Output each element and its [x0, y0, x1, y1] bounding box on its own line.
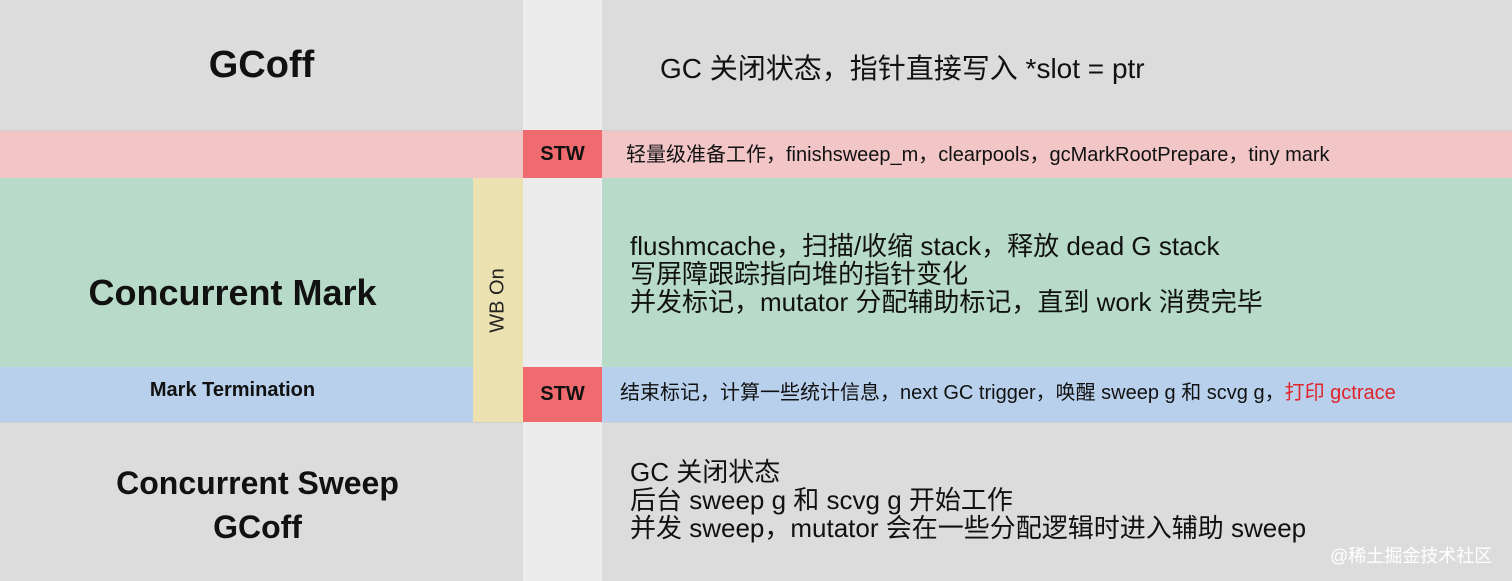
- stw-label: STW: [540, 383, 585, 405]
- phase-label: Concurrent Mark: [88, 272, 377, 313]
- desc-highlight: 打印 gctrace: [1284, 382, 1396, 404]
- watermark: @稀土掘金技术社区: [1330, 542, 1492, 568]
- stw-label: STW: [540, 142, 585, 165]
- row-mark-termination: [0, 367, 1512, 422]
- desc-concurrent-mark: flushmcache，扫描/收缩 stack，释放 dead G stack …: [630, 232, 1490, 316]
- desc-text: 轻量级准备工作，finishsweep_m，clearpools，gcMarkR…: [626, 144, 1330, 166]
- desc-gcoff: GC 关闭状态，指针直接写入 *slot = ptr: [660, 55, 1500, 83]
- phase-label: Mark Termination: [149, 379, 316, 401]
- desc-text: GC 关闭状态，指针直接写入 *slot = ptr: [660, 53, 1145, 84]
- separator-line: [0, 130, 1512, 131]
- phase-gcoff: GCoff: [0, 0, 523, 130]
- row-concurrent-sweep: [0, 422, 1512, 581]
- desc-stw-prepare: 轻量级准备工作，finishsweep_m，clearpools，gcMarkR…: [626, 143, 1506, 167]
- desc-line: 并发标记，mutator 分配辅助标记，直到 work 消费完毕: [630, 287, 1263, 317]
- row-concurrent-mark: [0, 178, 1512, 367]
- stw-column-top: [523, 0, 602, 130]
- desc-text: 结束标记，计算一些统计信息，next GC trigger，唤醒 sweep g…: [620, 382, 1285, 404]
- desc-line: 写屏障跟踪指向堆的指针变化: [630, 259, 969, 289]
- desc-line: flushmcache，扫描/收缩 stack，释放 dead G stack: [630, 231, 1220, 261]
- phase-label: GCoff: [208, 43, 315, 86]
- stw-column-middle: [523, 178, 602, 367]
- desc-concurrent-sweep: GC 关闭状态 后台 sweep g 和 scvg g 开始工作 并发 swee…: [630, 458, 1490, 542]
- separator-line: [0, 422, 1512, 423]
- write-barrier-label: WB On: [486, 267, 509, 333]
- row-stw-prepare: [0, 130, 1512, 178]
- watermark-text: @稀土掘金技术社区: [1330, 546, 1493, 566]
- desc-line: 后台 sweep g 和 scvg g 开始工作: [630, 485, 1013, 515]
- stw-box-termination: STW: [523, 367, 602, 422]
- stw-column-bottom: [523, 422, 602, 581]
- desc-mark-termination: 结束标记，计算一些统计信息，next GC trigger，唤醒 sweep g…: [620, 381, 1510, 405]
- phase-mark-termination: Mark Termination: [0, 367, 465, 414]
- write-barrier-bar: WB On: [473, 178, 523, 422]
- desc-line: 并发 sweep，mutator 会在一些分配逻辑时进入辅助 sweep: [630, 513, 1307, 543]
- row-gcoff: [0, 0, 1512, 130]
- desc-line: GC 关闭状态: [630, 457, 781, 487]
- phase-label: GCoff: [213, 509, 302, 545]
- phase-concurrent-sweep: Concurrent Sweep GCoff: [0, 455, 515, 555]
- phase-label: Concurrent Sweep: [116, 465, 399, 501]
- stw-box-prepare: STW: [523, 130, 602, 178]
- phase-concurrent-mark: Concurrent Mark: [0, 178, 465, 408]
